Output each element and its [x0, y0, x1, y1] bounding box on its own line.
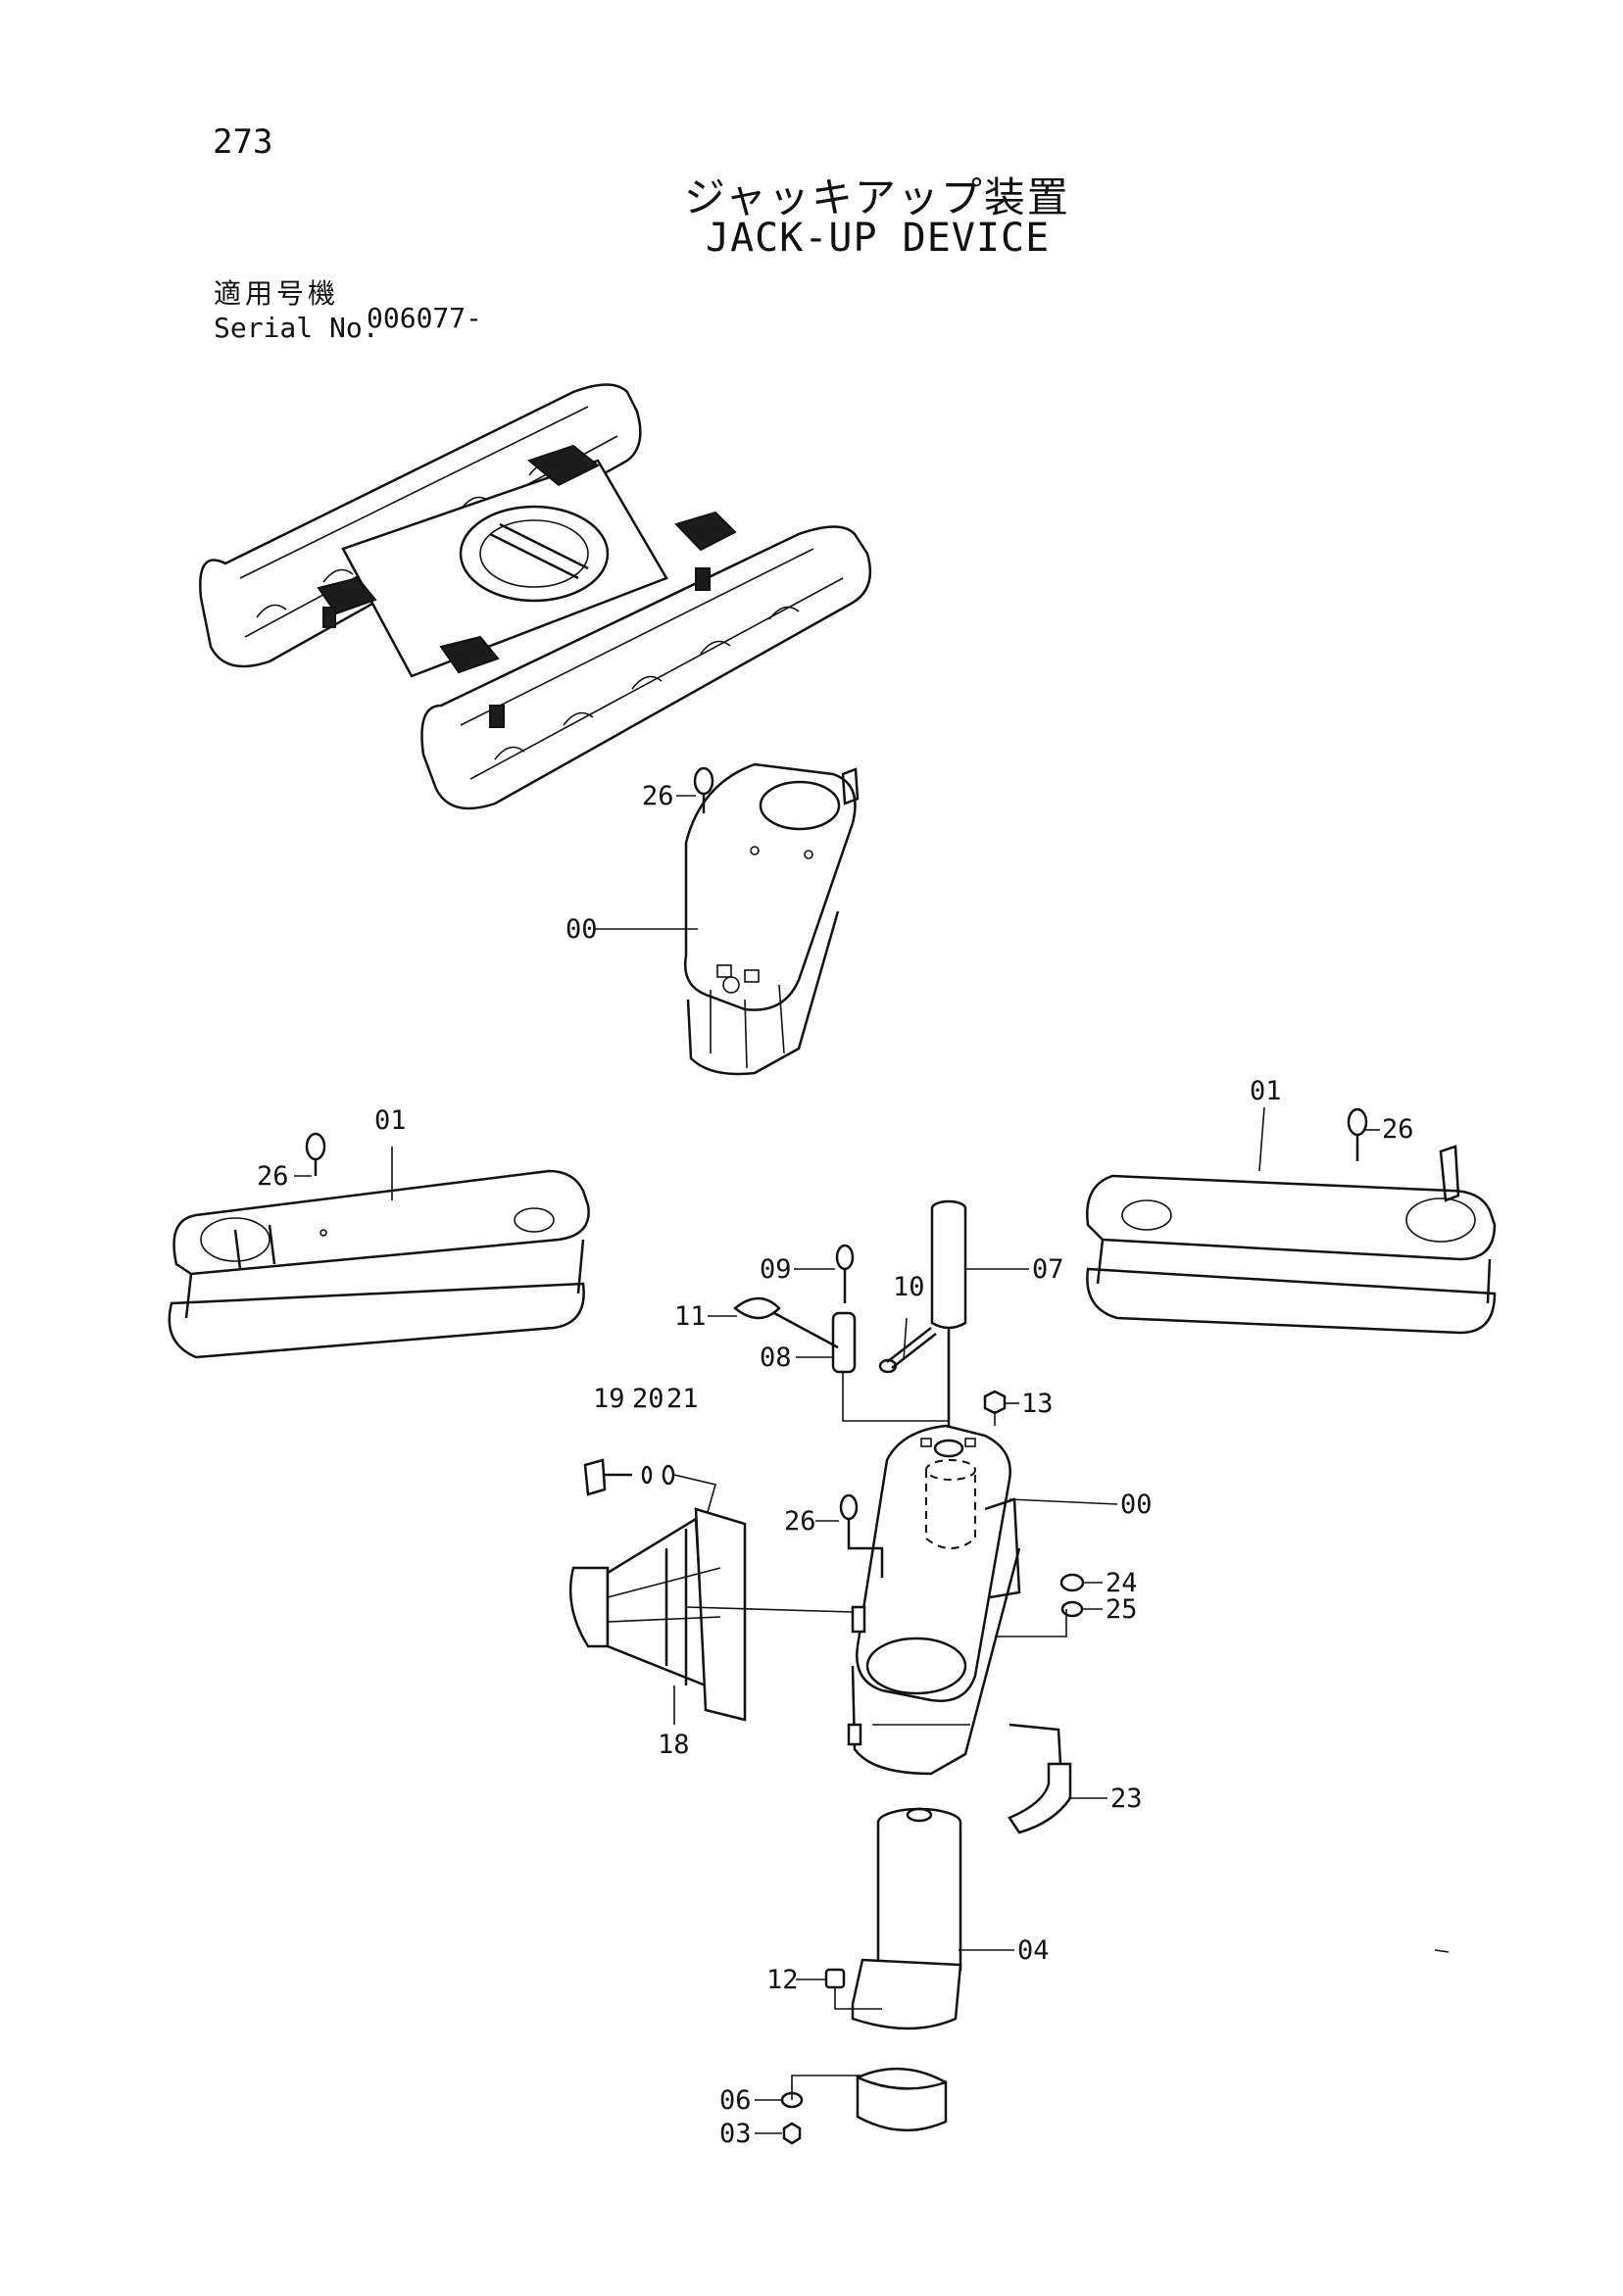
callout-23: 23: [1110, 1783, 1143, 1814]
callout-24: 24: [1106, 1568, 1138, 1598]
callout-26-top: 26: [642, 781, 674, 811]
callout-01-left: 01: [374, 1105, 407, 1136]
funnel-18: [568, 1507, 854, 1722]
wing-bolt-19: [583, 1458, 632, 1496]
callout-26-left: 26: [257, 1161, 289, 1192]
jack-stand-01-right: [1086, 1145, 1497, 1335]
callout-07: 07: [1032, 1254, 1064, 1285]
callout-00-top: 00: [566, 914, 598, 945]
callout-01-right: 01: [1250, 1076, 1282, 1106]
jack-up-device-00-top: [683, 762, 860, 1076]
nut-13: [983, 1390, 1007, 1426]
callout-00-middle: 00: [1120, 1490, 1153, 1520]
undercarriage-illustration: [199, 383, 872, 810]
eye-bolt-26-right: [1347, 1107, 1368, 1161]
page-number: 273: [213, 122, 273, 162]
callout-21: 21: [666, 1384, 699, 1414]
callout-26-right: 26: [1382, 1114, 1414, 1145]
callout-13: 13: [1021, 1389, 1054, 1419]
eye-bolt-26-left: [305, 1132, 326, 1176]
jack-cylinder-04: [851, 1807, 962, 2132]
washer-06: [780, 2075, 861, 2109]
jack-stand-01-left: [168, 1169, 590, 1359]
lock-pin-08: [831, 1311, 857, 1374]
eye-bolt-26-middle: [839, 1493, 884, 1578]
callout-06: 06: [719, 2085, 752, 2116]
eye-bolt-09: [835, 1244, 855, 1303]
callout-12: 12: [766, 1965, 799, 1995]
serial-label-japanese: 適用号機: [214, 277, 340, 310]
callout-08: 08: [760, 1343, 792, 1373]
washer-20: [641, 1465, 653, 1485]
callout-19: 19: [593, 1384, 625, 1414]
page-title-japanese: ジャッキアップ装置: [684, 173, 1070, 221]
callout-03: 03: [719, 2119, 752, 2149]
callout-04: 04: [1017, 1935, 1050, 1966]
callout-10: 10: [893, 1272, 925, 1302]
chain-11: [732, 1296, 839, 1349]
callout-09: 09: [760, 1254, 792, 1285]
washer-25: [995, 1600, 1084, 1637]
bolt-03: [782, 2122, 802, 2145]
callout-20: 20: [632, 1384, 664, 1414]
jack-up-device-00-middle: [847, 1424, 1021, 1776]
callout-11: 11: [674, 1301, 707, 1332]
callout-26-middle: 26: [784, 1506, 816, 1537]
callout-25: 25: [1106, 1594, 1138, 1625]
serial-number-value: 006077-: [367, 302, 483, 334]
page-title-english: JACK-UP DEVICE: [706, 216, 1051, 261]
washer-21: [662, 1464, 675, 1486]
snap-pin-10: [878, 1327, 937, 1374]
serial-label-english: Serial No.: [214, 312, 379, 344]
nut-24: [1059, 1573, 1085, 1592]
callout-18: 18: [658, 1730, 690, 1760]
callout-leaders: [294, 795, 1450, 2134]
hose-23: [1008, 1723, 1072, 1834]
eye-bolt-26-top: [693, 766, 714, 813]
plug-12: [824, 1968, 882, 2010]
pin-07: [930, 1199, 967, 1450]
